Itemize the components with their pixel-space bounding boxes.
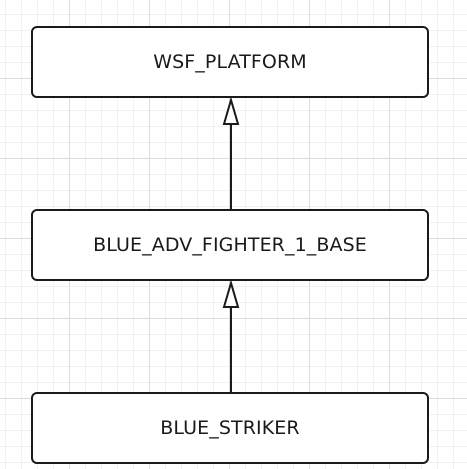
- inheritance-arrowhead: [222, 279, 240, 308]
- edge-striker-to-fighter: [222, 279, 240, 392]
- node-wsf-platform[interactable]: WSF_PLATFORM: [31, 26, 429, 98]
- edge-fighter-to-platform: [222, 96, 240, 209]
- node-label: WSF_PLATFORM: [153, 51, 307, 73]
- inheritance-arrowhead: [222, 96, 240, 125]
- node-blue-striker[interactable]: BLUE_STRIKER: [31, 392, 429, 464]
- node-blue-adv-fighter-1-base[interactable]: BLUE_ADV_FIGHTER_1_BASE: [31, 209, 429, 281]
- node-label: BLUE_STRIKER: [160, 417, 300, 439]
- node-label: BLUE_ADV_FIGHTER_1_BASE: [93, 234, 367, 256]
